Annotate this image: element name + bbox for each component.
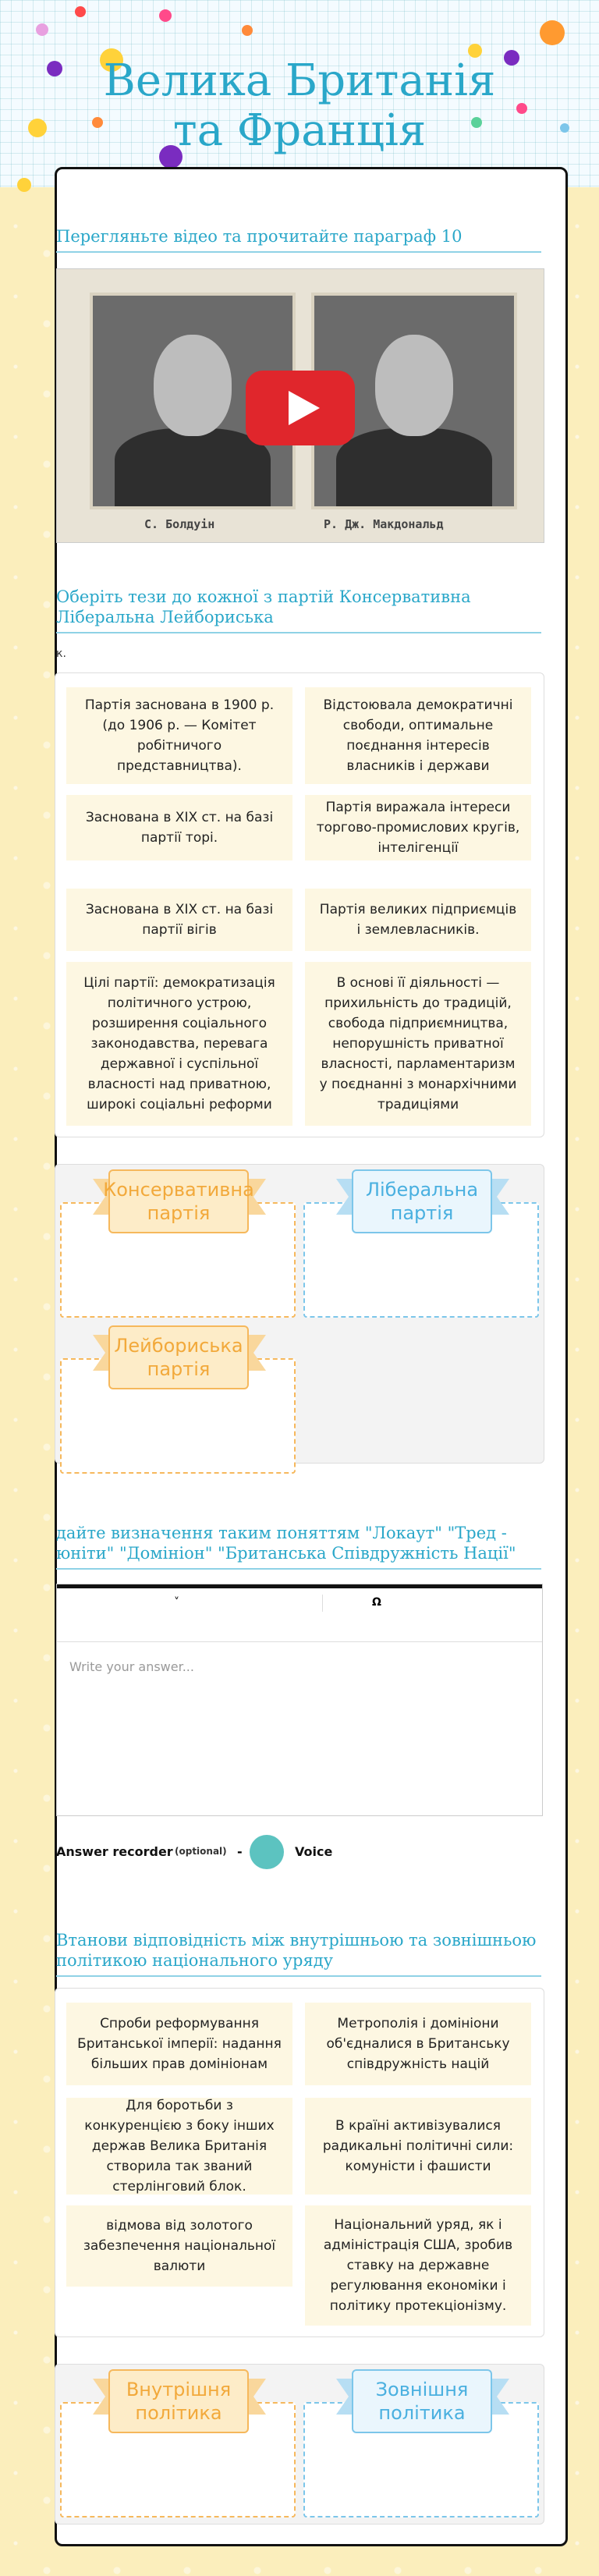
- confetti-dot: [468, 44, 482, 58]
- match-dropzone-area: Внутрішня політика Зовнішня політика: [55, 2364, 544, 2525]
- portrait-face: [375, 335, 453, 436]
- category-label-liberal: Ліберальна партія: [352, 1169, 492, 1233]
- portrait-body: [115, 428, 271, 506]
- draggable-item[interactable]: Партія виражала інтереси торгово-промисл…: [305, 795, 531, 860]
- draggable-item[interactable]: Для боротьби з конкуренцією з боку інших…: [66, 2098, 292, 2195]
- category-label-internal: Внутрішня політика: [108, 2369, 249, 2433]
- editor-toolbar: ˅ Ω: [57, 1584, 542, 1642]
- draggable-item[interactable]: В країні активізувалися радикальні політ…: [305, 2098, 531, 2195]
- category-label-external: Зовнішня політика: [352, 2369, 492, 2433]
- omega-icon[interactable]: Ω: [372, 1596, 381, 1609]
- draggable-item[interactable]: Заснована в ХІХ ст. на базі партії вігів: [66, 889, 292, 951]
- confetti-dot: [242, 25, 253, 36]
- confetti-dot: [75, 6, 86, 17]
- answer-editor: ˅ Ω Write your answer...: [56, 1584, 543, 1816]
- voice-record-button[interactable]: [250, 1835, 284, 1869]
- draggable-item[interactable]: Спроби реформування Британської імперії:…: [66, 2003, 292, 2085]
- draggable-item[interactable]: Партія заснована в 1900 р. (до 1906 р. —…: [66, 687, 292, 784]
- draggable-item[interactable]: Відстоювала демократичні свободи, оптима…: [305, 687, 531, 784]
- confetti-dot: [540, 20, 565, 45]
- match-section-title: Втанови відповідність між внутрішньою та…: [56, 1930, 541, 1977]
- confetti-dot: [92, 117, 103, 128]
- page-title: Велика Британія та Франція: [0, 56, 599, 156]
- definition-section-title: дайте визначення таким поняттям "Локаут"…: [56, 1523, 541, 1570]
- sort-note: к.: [56, 648, 66, 660]
- confetti-dot: [504, 50, 519, 66]
- toolbar-divider: [322, 1595, 323, 1612]
- video-player[interactable]: С. Болдуін Р. Дж. Макдональд: [56, 268, 544, 543]
- page-title-line: Велика Британія: [103, 55, 496, 106]
- sort-dropzone-area: Консервативна партія Ліберальна партія Л…: [55, 1164, 544, 1474]
- match-items-box: Спроби реформування Британської імперії:…: [55, 1988, 544, 2337]
- draggable-item[interactable]: Партія великих підприємців і землевласни…: [305, 889, 531, 951]
- draggable-item[interactable]: відмова від золотого забезпечення націон…: [66, 2205, 292, 2287]
- draggable-item[interactable]: Національний уряд, як і адміністрація СШ…: [305, 2205, 531, 2326]
- confetti-dot: [159, 145, 183, 169]
- category-label-labour: Лейбориська партія: [108, 1325, 249, 1389]
- play-button[interactable]: [246, 371, 355, 445]
- draggable-item[interactable]: Цілі партії: демократизація політичного …: [66, 962, 292, 1126]
- answer-input[interactable]: Write your answer...: [69, 1659, 194, 1674]
- portrait-face: [154, 335, 232, 436]
- confetti-dot: [36, 23, 48, 36]
- draggable-item[interactable]: Заснована в ХІХ ст. на базі партії торі.: [66, 795, 292, 860]
- recorder-optional: (optional): [175, 1846, 227, 1857]
- caption-right: Р. Дж. Макдональд: [324, 517, 444, 531]
- play-icon: [289, 391, 320, 425]
- confetti-dot: [560, 123, 569, 133]
- confetti-dot: [100, 48, 123, 72]
- confetti-dot: [47, 61, 62, 76]
- chevron-down-icon[interactable]: ˅: [174, 1596, 179, 1609]
- answer-recorder-row: Answer recorder (optional) - Voice: [56, 1835, 543, 1869]
- page-header: Велика Британія та Франція: [0, 0, 599, 192]
- confetti-dot: [159, 9, 172, 22]
- confetti-dot: [471, 117, 482, 128]
- confetti-dot: [28, 119, 47, 137]
- draggable-item[interactable]: Метрополія і домініони об'єдналися в Бри…: [305, 2003, 531, 2085]
- sort-section-title: Оберіть тези до кожної з партій Консерва…: [56, 587, 541, 633]
- video-section-title: Перегляньте відео та прочитайте параграф…: [56, 226, 541, 253]
- recorder-dash: -: [237, 1844, 243, 1859]
- portrait-body: [336, 428, 492, 506]
- confetti-dot: [516, 103, 527, 114]
- caption-left: С. Болдуін: [144, 517, 215, 531]
- recorder-label: Answer recorder: [56, 1844, 173, 1859]
- portrait-right: [311, 293, 517, 509]
- category-label-conservative: Консервативна партія: [103, 1169, 254, 1233]
- page-title-line: та Франція: [172, 105, 427, 156]
- confetti-dot: [17, 178, 31, 192]
- draggable-item[interactable]: В основі її діяльності — прихильність до…: [305, 962, 531, 1126]
- sort-items-box: Партія заснована в 1900 р. (до 1906 р. —…: [55, 672, 544, 1137]
- voice-label: Voice: [295, 1844, 333, 1859]
